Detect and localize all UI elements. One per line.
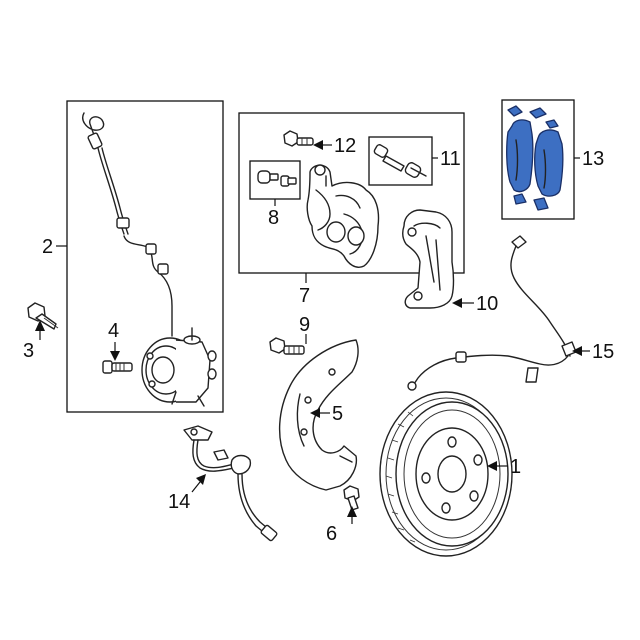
caliper-bracket [401, 209, 455, 309]
callout-10: 10 [476, 293, 498, 315]
guide-pin-kit-box [368, 136, 433, 186]
hub-bolt [27, 302, 59, 330]
callout-8: 8 [268, 207, 279, 229]
wheel-hub-bearing [141, 327, 217, 407]
callout-12: 12 [334, 135, 356, 157]
callout-13: 13 [582, 148, 604, 170]
brake-pads [506, 105, 564, 211]
callout-7: 7 [299, 285, 310, 307]
wheel-stud [102, 360, 133, 374]
splash-shield [278, 339, 359, 491]
brake-hose [183, 425, 278, 542]
callout-6: 6 [326, 523, 337, 545]
callout-3: 3 [23, 340, 34, 362]
guide-pin [373, 144, 427, 178]
callout-9: 9 [299, 314, 310, 336]
hub-assembly-box [66, 100, 224, 413]
caliper-bolt [283, 130, 314, 147]
slide-pins [257, 170, 297, 187]
callout-1: 1 [510, 456, 521, 478]
brake-line [407, 235, 577, 391]
brake-pad-kit-box [501, 99, 575, 220]
callout-15: 15 [592, 341, 614, 363]
brake-rotor [379, 391, 513, 557]
callout-4: 4 [108, 320, 119, 342]
callout-5: 5 [332, 403, 343, 425]
abs-sensor-wire [82, 112, 173, 337]
callout-14: 14 [168, 491, 190, 513]
callout-11: 11 [440, 148, 461, 170]
shield-mount-bolt [343, 485, 360, 511]
shield-bolt [269, 337, 305, 355]
callout-2: 2 [42, 236, 53, 258]
brake-caliper [306, 164, 380, 268]
caliper-assembly-box [238, 112, 465, 274]
